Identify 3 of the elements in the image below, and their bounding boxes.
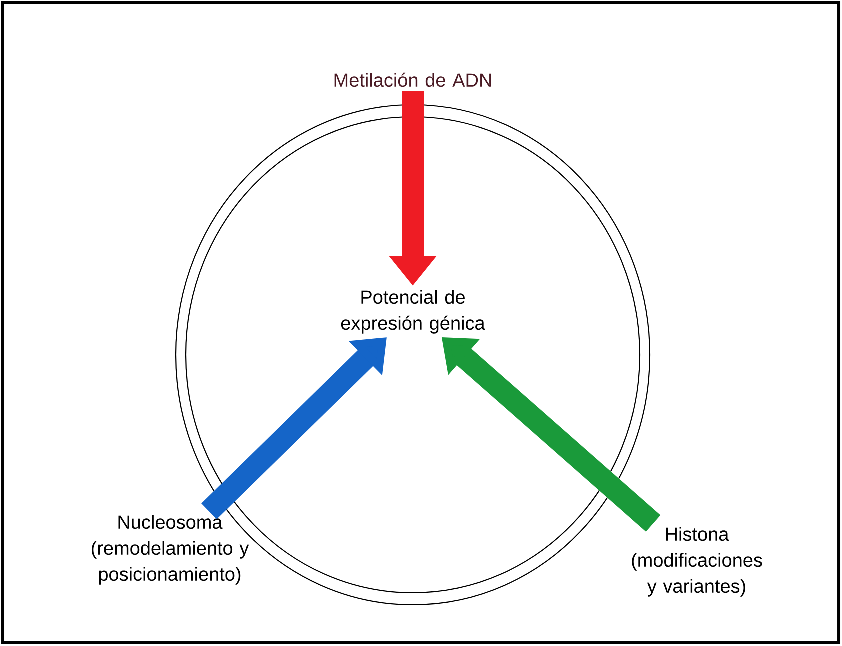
text-label: Histona (modificaciones y variantes) — [632, 527, 762, 597]
text-label: Metilación de ADN — [334, 72, 492, 88]
text-label: Nucleosoma (remodelamiento y posicionamiento) — [92, 515, 250, 585]
